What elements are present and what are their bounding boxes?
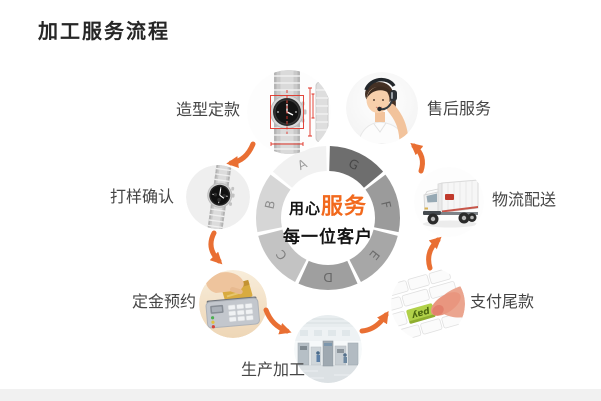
ring-letter-F: F	[378, 200, 394, 210]
flow-arrow-sample-to-deposit	[208, 230, 223, 265]
slogan-line2: 每一位客户	[283, 227, 373, 248]
flow-arrow-logistics-to-aftersale	[410, 142, 425, 174]
watch-design-illustration	[247, 70, 331, 154]
ring-letter-C: C	[273, 247, 290, 263]
ring-letter-D: D	[323, 270, 333, 285]
truck-photo	[414, 167, 484, 237]
pay-key-photo: pay	[391, 267, 465, 341]
label-design: 造型定款	[176, 100, 241, 119]
customer-service-illustration	[346, 72, 418, 144]
page-title: 加工服务流程	[38, 19, 170, 43]
watch-design-photo	[247, 70, 331, 154]
flow-arrow-deposit-to-production	[263, 307, 292, 335]
ring-letter-B: B	[262, 199, 279, 211]
card-swipe-photo	[199, 270, 267, 338]
customer-service-photo	[346, 72, 418, 144]
ring-letter-E: E	[366, 247, 383, 263]
slogan-line1: 用心 服务	[283, 189, 373, 221]
pay-key-illustration: pay	[391, 267, 465, 341]
flow-arrow-design-to-sample	[226, 141, 256, 168]
label-balance: 支付尾款	[470, 292, 535, 311]
watch-sample-photo	[186, 165, 250, 229]
card-swipe-illustration	[199, 270, 267, 338]
label-aftersale: 售后服务	[427, 99, 492, 118]
ring-letter-G: G	[346, 155, 361, 173]
flow-arrow-balance-to-logistics	[426, 236, 442, 271]
ring-letter-A: A	[295, 155, 310, 172]
flow-arrow-production-to-balance	[359, 311, 389, 334]
footer-bar	[0, 389, 601, 401]
factory-photo	[294, 315, 362, 383]
slogan-highlight: 服务	[321, 194, 368, 220]
label-deposit: 定金预约	[132, 292, 197, 311]
truck-illustration	[414, 167, 484, 237]
watch-sample-illustration	[186, 165, 250, 229]
label-production: 生产加工	[241, 360, 306, 379]
label-logistics: 物流配送	[492, 190, 557, 209]
center-slogan: 用心 服务 每一位客户	[283, 189, 373, 248]
ring-segment-G	[329, 146, 384, 188]
ring-segment-D	[298, 260, 358, 290]
label-sample: 打样确认	[110, 187, 175, 206]
slogan-prefix: 用心	[288, 199, 321, 218]
